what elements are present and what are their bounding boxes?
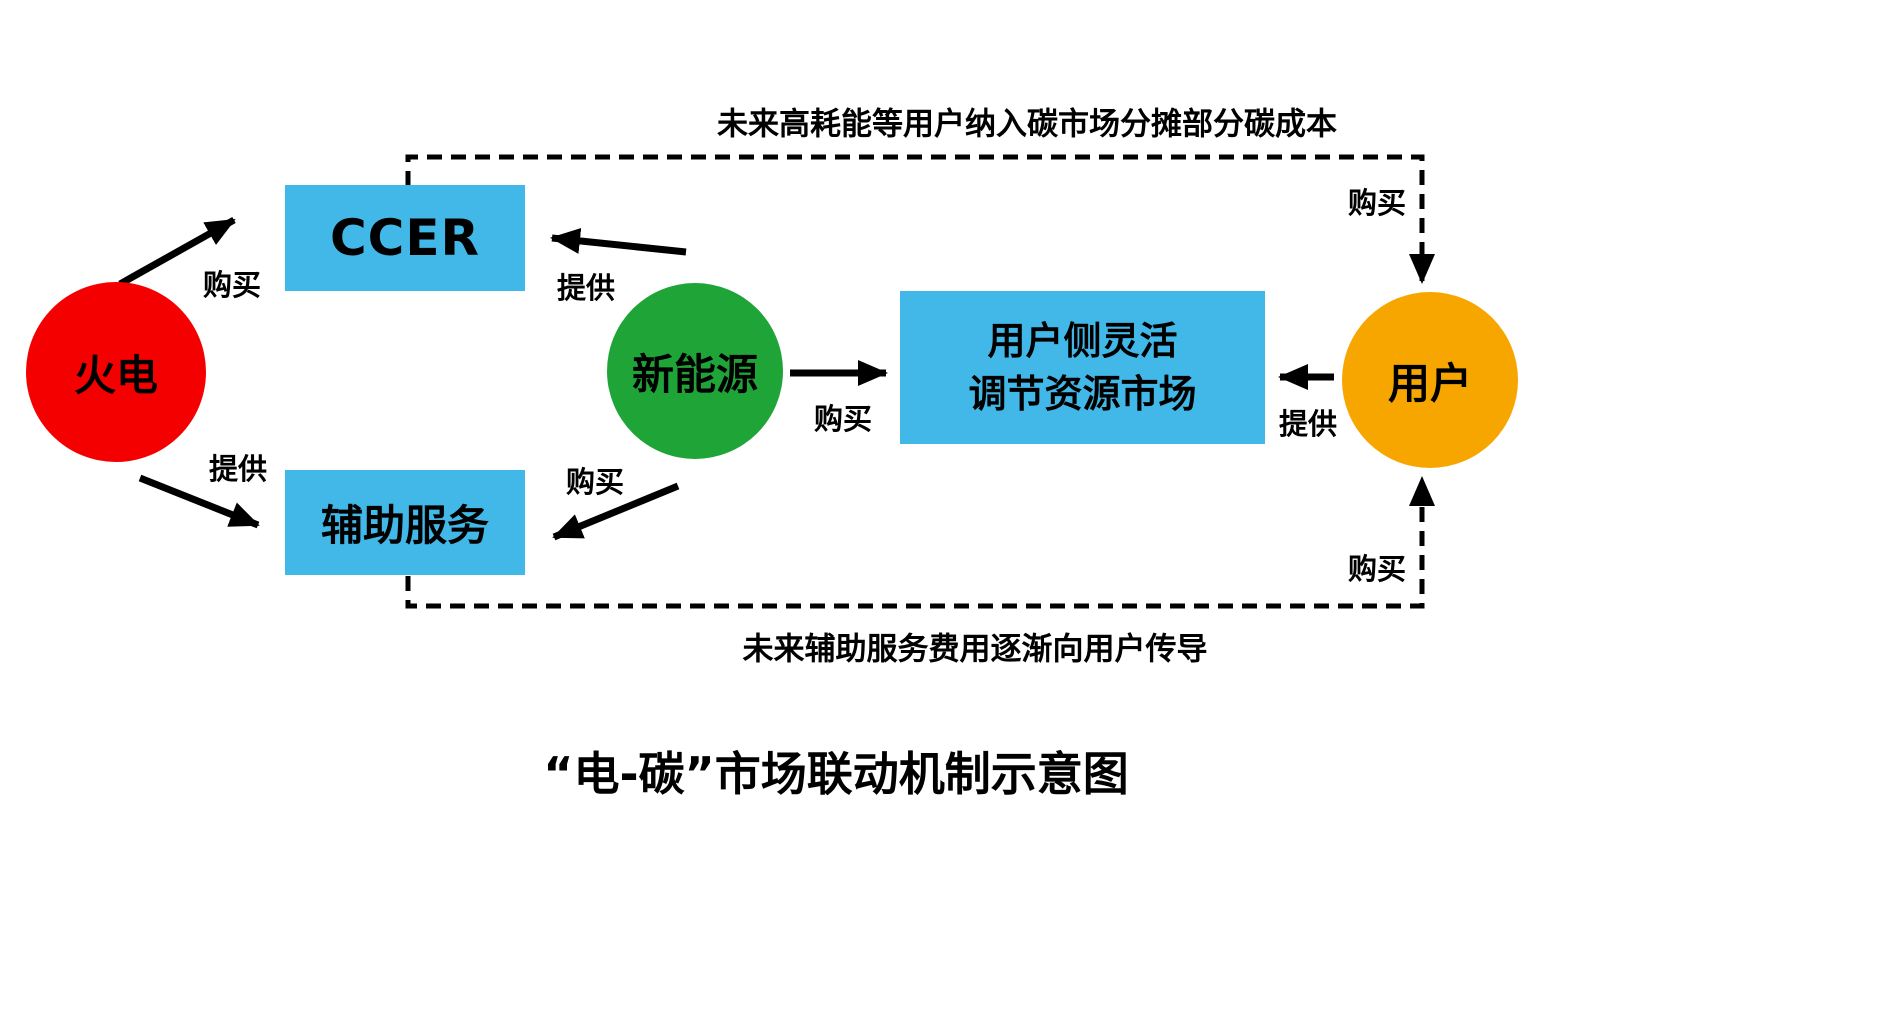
arrow-thermal-to-ancillary [138,474,260,529]
node-ccer-label: CCER [329,209,481,267]
node-ancillary-service-label: 辅助服务 [320,501,489,550]
node-ancillary-service: 辅助服务 [285,470,525,575]
node-user-label: 用户 [1387,358,1472,408]
edge-label-user-ancillary-dashed: 购买 [1347,552,1407,586]
node-ccer: CCER [285,185,525,291]
annotation-top-carbon-cost: 未来高耗能等用户纳入碳市场分摊部分碳成本 [717,106,1337,143]
dashed-arrow-ancillary-user [405,476,1435,609]
edge-label-user-ccer-dashed: 购买 [1347,186,1407,220]
arrow-renewable-to-ancillary [552,482,680,541]
arrow-thermal-to-ccer [118,216,236,288]
diagram-title: “电-碳”市场联动机制示意图 [543,747,1129,801]
node-thermal-power: 火电 [26,282,206,462]
node-user: 用户 [1342,292,1518,468]
node-renewable-energy-label: 新能源 [631,349,758,399]
edge-label-renewable-market: 购买 [813,402,873,436]
node-renewable-energy: 新能源 [607,283,783,459]
node-user-flex-market-line1: 用户侧灵活 [987,319,1178,364]
arrow-renewable-to-ccer [550,227,687,256]
node-thermal-power-label: 火电 [73,350,158,400]
annotation-bottom-ancillary-cost: 未来辅助服务费用逐渐向用户传导 [742,631,1208,668]
edge-label-user-market: 提供 [1278,407,1338,441]
edge-label-thermal-ancillary: 提供 [208,452,268,486]
node-user-flex-market: 用户侧灵活 调节资源市场 [900,291,1265,444]
edge-label-renewable-ancillary: 购买 [565,465,625,499]
edge-label-thermal-ccer: 购买 [202,268,262,302]
node-user-flex-market-line2: 调节资源市场 [968,371,1197,416]
dashed-arrow-ccer-user [405,154,1435,284]
edge-label-renewable-ccer: 提供 [556,271,616,305]
